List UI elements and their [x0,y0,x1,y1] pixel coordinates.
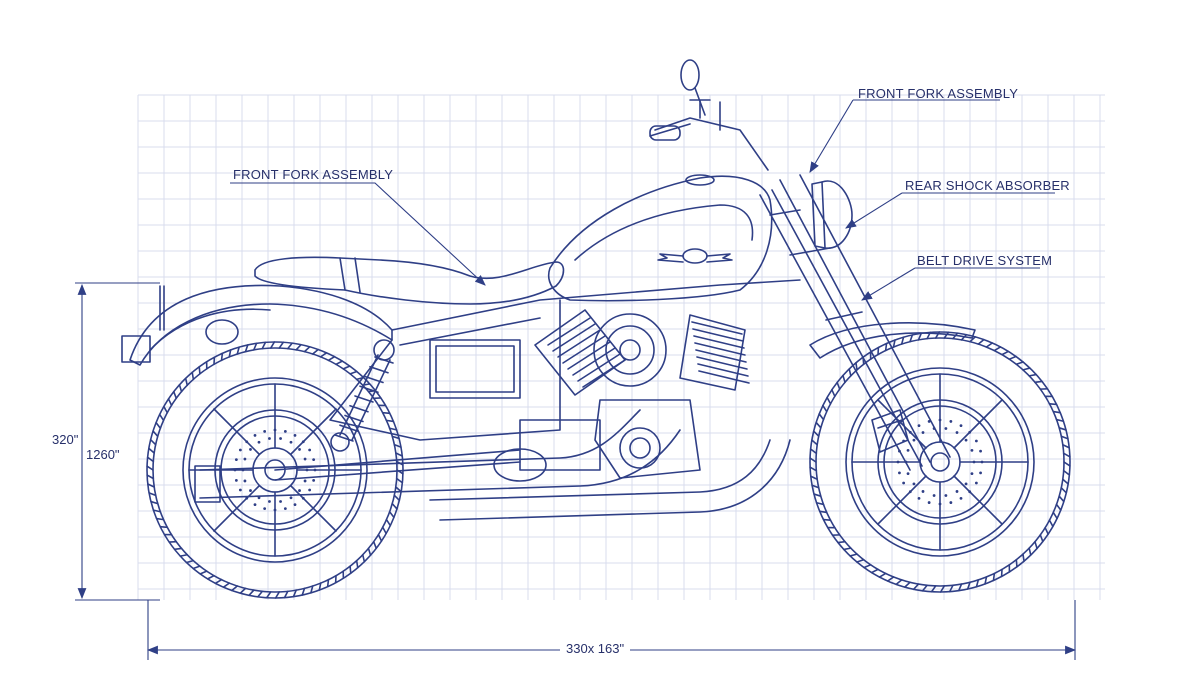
front-wheel [810,332,1070,592]
fuel-tank [549,175,772,301]
rear-fender [130,285,392,365]
seat [255,257,564,304]
dimension-vertical-primary: 320" [52,432,78,447]
v-twin-engine [430,310,749,481]
callout-leaders [230,100,1055,300]
label-front-fork-left: FRONT FORK ASSEMBLY [233,167,393,182]
dimension-horizontal: 330x 163" [560,641,630,656]
label-belt-drive: BELT DRIVE SYSTEM [917,253,1052,268]
label-rear-shock: REAR SHOCK ABSORBER [905,178,1070,193]
frame [330,280,800,440]
dimension-vertical-secondary: 1260" [86,447,120,462]
rear-shock [331,340,394,451]
handlebars [650,60,768,170]
tail-light [122,336,150,362]
battery-box [430,340,520,398]
label-front-fork-top: FRONT FORK ASSEMBLY [858,86,1018,101]
headlight [812,181,852,248]
